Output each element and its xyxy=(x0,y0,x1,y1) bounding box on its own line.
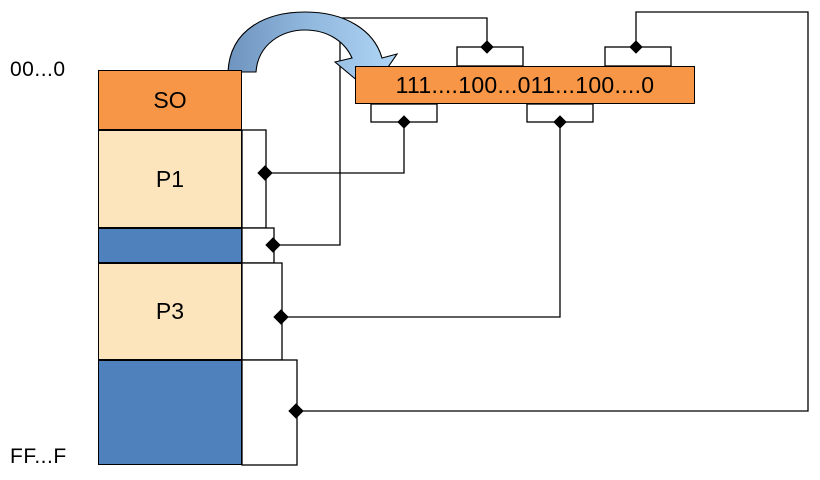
memory-block-so-label: SO xyxy=(153,86,187,113)
bitstring-box[interactable]: 111....100...011...100....0 xyxy=(355,66,695,104)
memory-block-p1[interactable]: P1 xyxy=(98,130,242,228)
curved-arrow xyxy=(227,11,399,93)
diamond-bitstring-top-2 xyxy=(629,40,643,54)
diamond-bitstring-top-1 xyxy=(480,40,494,54)
diamond-free2 xyxy=(288,403,304,419)
address-label-top: 00...0 xyxy=(10,58,66,81)
memory-block-so[interactable]: SO xyxy=(98,70,242,130)
connector-line-p1 xyxy=(265,122,405,174)
bracket-free2 xyxy=(241,359,298,466)
bitstring-diamonds xyxy=(397,40,643,129)
connector-lines xyxy=(265,11,809,412)
diamond-free1 xyxy=(265,237,281,253)
connector-line-p3 xyxy=(281,122,561,318)
bracket-p3 xyxy=(241,262,283,361)
diamond-p3 xyxy=(273,309,289,325)
diamond-bitstring-bottom-2 xyxy=(553,115,567,129)
memory-block-p1-label: P1 xyxy=(155,165,185,192)
connector-diamonds xyxy=(257,165,304,419)
memory-block-p3-label: P3 xyxy=(155,298,185,324)
bitstring-value: 111....100...011...100....0 xyxy=(395,71,655,98)
memory-block-free2[interactable] xyxy=(98,360,242,465)
bitstring-stubs xyxy=(370,46,672,123)
memory-block-free1[interactable] xyxy=(98,228,242,263)
curved-arrow-shape xyxy=(227,11,399,93)
staircase-brackets xyxy=(241,129,298,466)
diamond-p1 xyxy=(257,165,273,181)
diamond-bitstring-bottom-1 xyxy=(397,115,411,129)
memory-block-p3[interactable]: P3 xyxy=(98,263,242,360)
address-label-bottom: FF...F xyxy=(10,445,67,468)
connector-line-free2 xyxy=(296,11,809,412)
bracket-p1 xyxy=(241,129,267,229)
